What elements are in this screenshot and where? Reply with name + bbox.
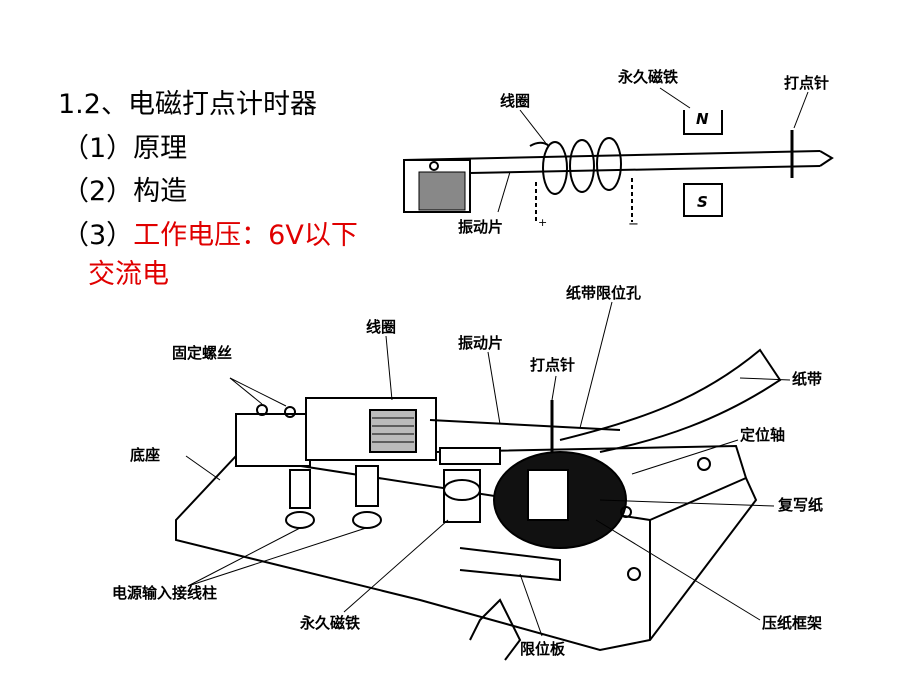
top-label-coil: 线圈 [500,92,531,110]
item-voltage: （3）工作电压：6V以下 [62,219,358,253]
label-tape: 纸带 [792,370,823,388]
heading: 1.2、电磁打点计时器 [58,89,317,120]
label-limit-plate: 限位板 [520,640,566,658]
item-principle: （1）原理 [62,133,188,164]
label-base: 底座 [130,446,161,464]
label-press-frame: 压纸框架 [762,614,823,632]
item-voltage-text: 工作电压：6V以下 [133,220,358,251]
label-needle: 打点针 [530,356,576,374]
svg-text:+: + [538,216,547,229]
label-terminals: 电源输入接线柱 [112,584,218,602]
label-shaft: 定位轴 [740,426,786,444]
pole-s: S [697,193,708,211]
label-coil: 线圈 [366,318,397,336]
label-fixing-screw: 固定螺丝 [172,344,233,362]
top-label-needle: 打点针 [784,74,830,92]
item-voltage-number: （3） [62,220,134,251]
label-vibrator: 振动片 [458,334,504,352]
label-magnet: 永久磁铁 [300,614,361,632]
label-carbon-paper: 复写纸 [778,496,824,514]
item-voltage-continued: 交流电 [88,259,169,290]
top-label-magnet: 永久磁铁 [618,68,679,86]
pole-n: N [696,110,709,128]
svg-text:−: − [628,217,639,232]
item-structure: （2）构造 [62,176,188,207]
top-label-vibrator: 振动片 [458,218,504,236]
label-tape-hole: 纸带限位孔 [566,284,642,302]
